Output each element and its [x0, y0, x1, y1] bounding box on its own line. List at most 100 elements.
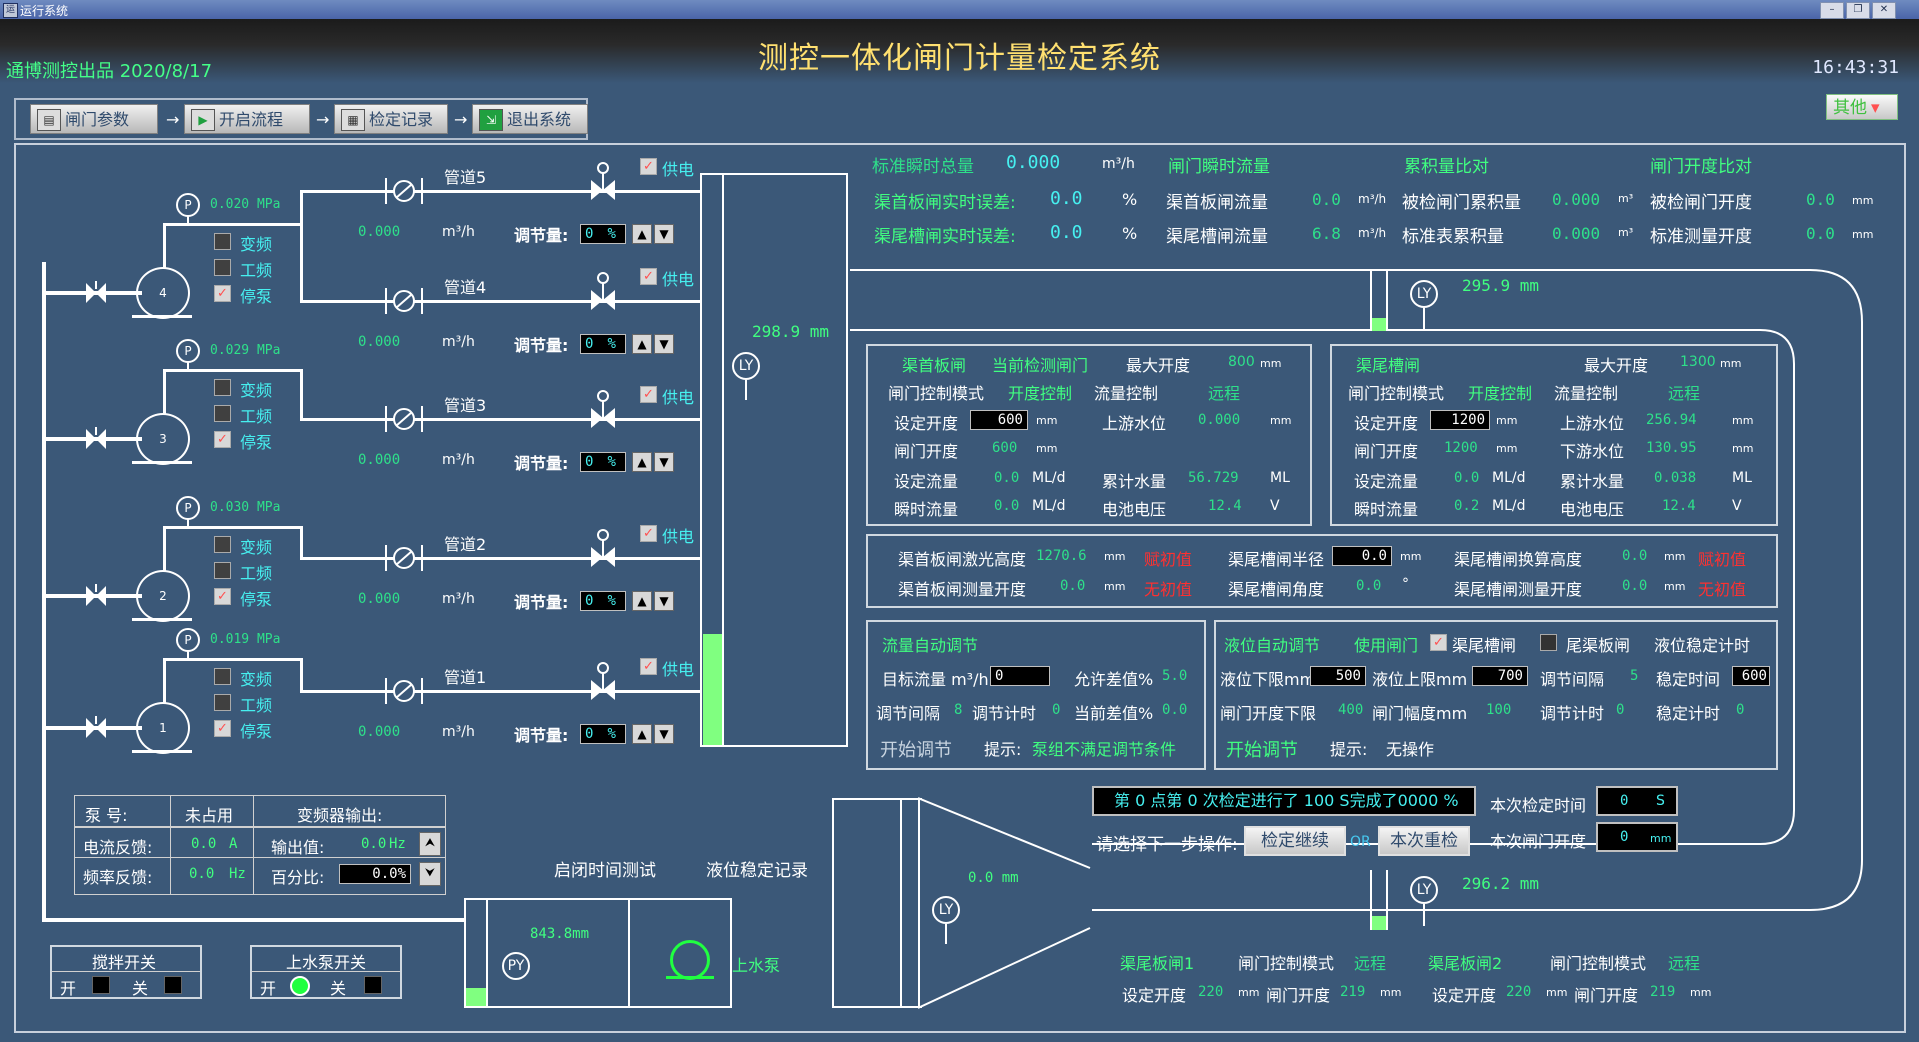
continue-test-button[interactable]: 检定继续	[1244, 826, 1346, 856]
control-valve-icon[interactable]	[590, 662, 616, 704]
stir-off-lamp[interactable]	[164, 976, 182, 994]
adjust-down-button[interactable]: ▼	[654, 452, 674, 472]
pump-mode-checkbox[interactable]: ✓	[214, 588, 231, 605]
open-close-time-test[interactable]: 启闭时间测试	[554, 861, 656, 881]
records-button[interactable]: ▦检定记录	[334, 104, 448, 134]
adjust-up-button[interactable]: ▲	[632, 452, 652, 472]
pump-icon[interactable]: 1	[136, 702, 190, 754]
feed-valve-icon[interactable]	[84, 281, 108, 305]
pump-riser	[163, 658, 166, 704]
pump-mode-checkbox[interactable]: ✓	[214, 431, 231, 448]
level-start-button[interactable]: 开始调节	[1226, 740, 1298, 761]
percent-input[interactable]: 0.0%	[339, 864, 411, 884]
gate-params-button[interactable]: ▤闸门参数	[30, 104, 158, 134]
pump-mode-checkbox[interactable]: ✓	[214, 285, 231, 302]
exit-button[interactable]: ⇲退出系统	[472, 104, 588, 134]
supply-pump-icon[interactable]	[666, 940, 714, 984]
pump-icon[interactable]: 3	[136, 413, 190, 465]
pump-mode-checkbox[interactable]	[214, 562, 231, 579]
head-set-open-input[interactable]: 600	[970, 410, 1028, 430]
adjust-up-button[interactable]: ▲	[632, 724, 652, 744]
adjust-input[interactable]: 0%	[580, 334, 626, 354]
stable-time-input[interactable]: 600	[1732, 666, 1770, 686]
pump-outlet-pipe	[163, 526, 303, 529]
retest-button[interactable]: 本次重检	[1378, 826, 1470, 856]
close-icon[interactable]: ✕	[1872, 2, 1896, 19]
adjust-up-button[interactable]: ▲	[632, 334, 652, 354]
stir-on-lamp[interactable]	[92, 976, 110, 994]
adjust-input[interactable]: 0%	[580, 724, 626, 744]
level-high-label: 液位上限mm	[1372, 670, 1468, 689]
pump-mode-checkbox[interactable]	[214, 694, 231, 711]
pump-icon[interactable]: 2	[136, 570, 190, 622]
power-checkbox[interactable]: ✓	[640, 386, 657, 403]
head-flowctrl-value[interactable]: 远程	[1208, 384, 1241, 403]
adjust-input[interactable]: 0%	[580, 224, 626, 244]
power-checkbox[interactable]: ✓	[640, 268, 657, 285]
pipe-connector	[300, 658, 303, 693]
output-down-button[interactable]: ⮟	[419, 862, 441, 886]
tail-radius-input[interactable]: 0.0	[1332, 546, 1392, 566]
tail-volt-value: 12.4	[1662, 498, 1696, 514]
flow-start-button[interactable]: 开始调节	[880, 740, 952, 761]
pump-mode-checkbox[interactable]	[214, 536, 231, 553]
adjust-input[interactable]: 0%	[580, 452, 626, 472]
start-process-button[interactable]: ▶开启流程	[184, 104, 310, 134]
control-valve-icon[interactable]	[590, 272, 616, 314]
adjust-down-button[interactable]: ▼	[654, 334, 674, 354]
adjust-down-button[interactable]: ▼	[654, 591, 674, 611]
restore-icon[interactable]: ❐	[1846, 2, 1870, 19]
stable-timer-label: 稳定计时	[1656, 704, 1721, 723]
control-valve-icon[interactable]	[590, 529, 616, 571]
sensor-stem	[945, 924, 947, 944]
feed-valve-icon[interactable]	[84, 584, 108, 608]
pump-mode-checkbox[interactable]	[214, 405, 231, 422]
bottom-gate1-open-label: 闸门开度	[1266, 986, 1331, 1005]
level-low-input[interactable]: 500	[1310, 666, 1366, 686]
pump-mode-checkbox[interactable]: ✓	[214, 720, 231, 737]
feed-valve-icon[interactable]	[84, 427, 108, 451]
funnel-outline	[918, 797, 1091, 1009]
target-flow-input[interactable]: 0	[990, 666, 1050, 686]
pump-mode-checkbox[interactable]	[214, 668, 231, 685]
pump-mode-label: 工频	[240, 407, 273, 426]
control-valve-icon[interactable]	[590, 390, 616, 432]
chevron-down-icon: ▾	[1871, 98, 1880, 118]
pump-mode-checkbox[interactable]	[214, 379, 231, 396]
std-open-label: 标准测量开度	[1650, 227, 1752, 247]
adjust-up-button[interactable]: ▲	[632, 224, 652, 244]
head-mode-value[interactable]: 开度控制	[1008, 384, 1073, 403]
tail-plate-gate-checkbox[interactable]	[1540, 634, 1557, 651]
output-up-button[interactable]: ⮝	[419, 832, 441, 856]
flowmeter-icon	[384, 545, 424, 571]
adjust-input[interactable]: 0%	[580, 591, 626, 611]
pump-mode-checkbox[interactable]	[214, 259, 231, 276]
level-high-input[interactable]: 700	[1472, 666, 1528, 686]
level-stable-record[interactable]: 液位稳定记录	[706, 861, 808, 881]
adjust-down-button[interactable]: ▼	[654, 724, 674, 744]
head-init-button[interactable]: 赋初值	[1144, 550, 1193, 569]
power-checkbox[interactable]: ✓	[640, 658, 657, 675]
pipe-connector	[300, 526, 303, 560]
power-checkbox[interactable]: ✓	[640, 525, 657, 542]
tail-init-button[interactable]: 赋初值	[1698, 550, 1747, 569]
pump-icon[interactable]: 4	[136, 267, 190, 319]
pump-mode-checkbox[interactable]	[214, 233, 231, 250]
adjust-up-button[interactable]: ▲	[632, 591, 652, 611]
control-valve-icon[interactable]	[590, 162, 616, 204]
feed-valve-icon[interactable]	[84, 716, 108, 740]
power-checkbox[interactable]: ✓	[640, 158, 657, 175]
tail-slot-gate-checkbox[interactable]: ✓	[1430, 634, 1447, 651]
pump-on-lamp[interactable]	[290, 976, 310, 996]
level-auto-title: 液位自动调节	[1224, 636, 1321, 655]
pump-off-lamp[interactable]	[364, 976, 382, 994]
minimize-icon[interactable]: –	[1820, 2, 1844, 19]
tail-set-open-input[interactable]: 1200	[1430, 410, 1490, 430]
tail-upstream-value: 256.94	[1646, 412, 1697, 428]
flow-arrow: →	[166, 110, 180, 129]
test-time-value: 0	[1620, 793, 1629, 809]
adjust-down-button[interactable]: ▼	[654, 224, 674, 244]
tail-flowctrl-value[interactable]: 远程	[1668, 384, 1701, 403]
other-button[interactable]: 其他▾	[1826, 94, 1898, 120]
tail-mode-value[interactable]: 开度控制	[1468, 384, 1533, 403]
